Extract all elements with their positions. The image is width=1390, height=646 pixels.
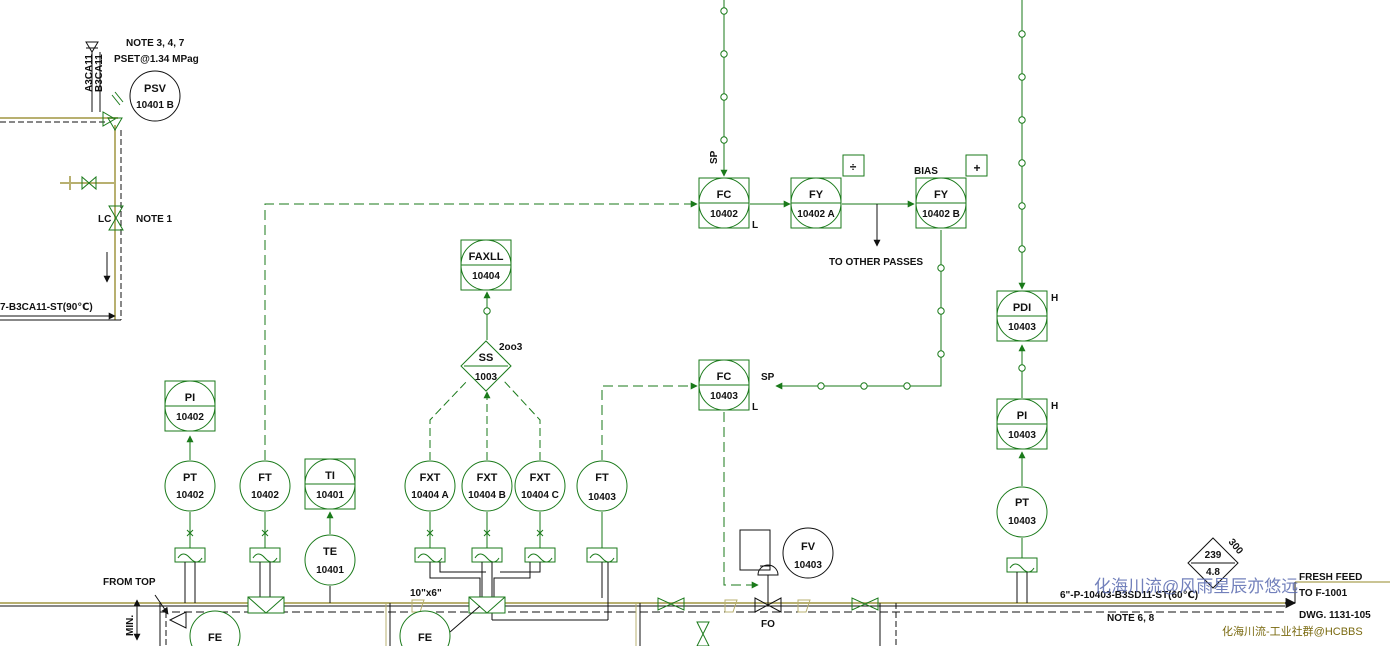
pi-left-label: PI (185, 392, 195, 404)
te-number: 10401 (316, 565, 344, 576)
steam-trace-line (0, 41, 124, 321)
impulse-piping (184, 562, 1028, 621)
plus-symbol: + (973, 161, 980, 175)
capillary-markers (483, 7, 1026, 390)
fc-top-number: 10402 (710, 209, 738, 220)
note68-label: NOTE 6, 8 (1107, 613, 1155, 624)
note1-label: NOTE 1 (136, 214, 173, 225)
divide-symbol: ÷ (850, 160, 857, 174)
ti-10401 (304, 458, 356, 510)
fxt-a-number: 10404 A (411, 490, 448, 501)
pi-right-number: 10403 (1008, 430, 1036, 441)
te-label: TE (323, 546, 337, 558)
fy-a-label: FY (809, 189, 824, 201)
fy-10402a (790, 154, 865, 229)
ft-left-label: FT (258, 472, 272, 484)
to-other-passes: TO OTHER PASSES (829, 257, 923, 268)
voting-2oo3: 2oo3 (499, 342, 523, 353)
pi-10402 (164, 380, 216, 432)
bias-label: BIAS (914, 166, 938, 177)
fc-10403 (698, 359, 750, 411)
fc-mid-label: FC (717, 371, 732, 383)
b3ca11-label: B3CA11 (94, 54, 105, 92)
annotations: NOTE 3, 4, 7 PSET@1.34 MPag A3CA11 B3CA1… (0, 38, 1371, 636)
sp-top-label: SP (709, 150, 720, 164)
ss-label: SS (479, 352, 494, 364)
main-line-number: 6"-P-10403-B3SD11-ST(60℃) (1060, 590, 1198, 601)
pt-right-label: PT (1015, 497, 1029, 509)
dwg-ref: DWG. 1131-105 (1299, 610, 1371, 621)
fy-10402b (915, 154, 988, 229)
pi-left-number: 10402 (176, 412, 204, 423)
ft-mid-number: 10403 (588, 492, 616, 503)
fy-b-number: 10402 B (922, 209, 960, 220)
pi-right-label: PI (1017, 410, 1027, 422)
diamond-top-value: 239 (1205, 550, 1222, 561)
h-pi-label: H (1051, 401, 1058, 412)
pdi-label: PDI (1013, 302, 1031, 314)
ti-label: TI (325, 470, 335, 482)
fc-mid-number: 10403 (710, 391, 738, 402)
line-number-diamond (1187, 537, 1239, 589)
fy-b-label: FY (934, 189, 949, 201)
impulse-x-marks (186, 529, 544, 537)
pt-right-number: 10403 (1008, 516, 1036, 527)
watermark: 化海川流@风雨星辰亦悠远 化海川流-工业社群@HCBBS (1094, 577, 1363, 638)
fo-label: FO (761, 619, 775, 630)
ti-number: 10401 (316, 490, 344, 501)
l-mid-label: L (752, 402, 758, 413)
pt-left-number: 10402 (176, 490, 204, 501)
sp-mid-label: SP (761, 372, 775, 383)
h-pdi-label: H (1051, 293, 1058, 304)
pdi-10403 (996, 290, 1048, 342)
reducer-size: 10"x6" (410, 588, 442, 599)
fxt-c-label: FXT (530, 472, 551, 484)
sensing-symbols (174, 547, 1038, 573)
psv-number: 10401 B (136, 100, 174, 111)
pdi-number: 10403 (1008, 322, 1036, 333)
faxll-10404 (460, 239, 512, 291)
from-top-label: FROM TOP (103, 577, 156, 588)
signal-lines (186, 0, 1026, 589)
ft-left-number: 10402 (251, 490, 279, 501)
fxt-a-label: FXT (420, 472, 441, 484)
fresh-feed-label: FRESH FEED (1299, 572, 1362, 583)
fv-label: FV (801, 541, 816, 553)
fxt-b-label: FXT (477, 472, 498, 484)
lc-label: LC (98, 214, 111, 225)
min-label: MIN. (125, 615, 136, 636)
a3ca11-label: A3CA11 (84, 54, 95, 92)
pt-left-label: PT (183, 472, 197, 484)
note-347: NOTE 3, 4, 7 (126, 38, 185, 49)
faxll-label: FAXLL (469, 251, 504, 263)
diamond-bottom-value: 4.8 (1206, 567, 1220, 578)
to-f1001-label: TO F-1001 (1299, 588, 1348, 599)
fy-a-number: 10402 A (797, 209, 834, 220)
steam-line-number: 7-B3CA11-ST(90℃) (0, 302, 93, 313)
watermark-sub: 化海川流-工业社群@HCBBS (1222, 624, 1363, 638)
l-top-label: L (752, 220, 758, 231)
faxll-number: 10404 (472, 271, 500, 282)
fe-mid-label: FE (418, 632, 432, 644)
fxt-c-number: 10404 C (521, 490, 559, 501)
fc-10402 (698, 177, 750, 229)
fxt-b-number: 10404 B (468, 490, 506, 501)
watermark-main: 化海川流@风雨星辰亦悠远 (1094, 577, 1298, 596)
pset-label: PSET@1.34 MPag (114, 54, 199, 65)
fv-number: 10403 (794, 560, 822, 571)
field-bubbles (129, 70, 1048, 646)
main-process-pipe (0, 581, 1390, 646)
pi-10403 (996, 398, 1048, 450)
main-line-valves (133, 529, 879, 646)
psv-label: PSV (144, 83, 167, 95)
ft-mid-label: FT (595, 472, 609, 484)
fe-left-label: FE (208, 632, 222, 644)
ss-1003-diamond (460, 340, 512, 392)
ss-number: 1003 (475, 372, 498, 383)
fc-top-label: FC (717, 189, 732, 201)
flow-element-boxes (247, 596, 506, 614)
instrument-tags: PSV 10401 B FC 10402 FY 10402 A FY 10402… (136, 83, 1222, 644)
